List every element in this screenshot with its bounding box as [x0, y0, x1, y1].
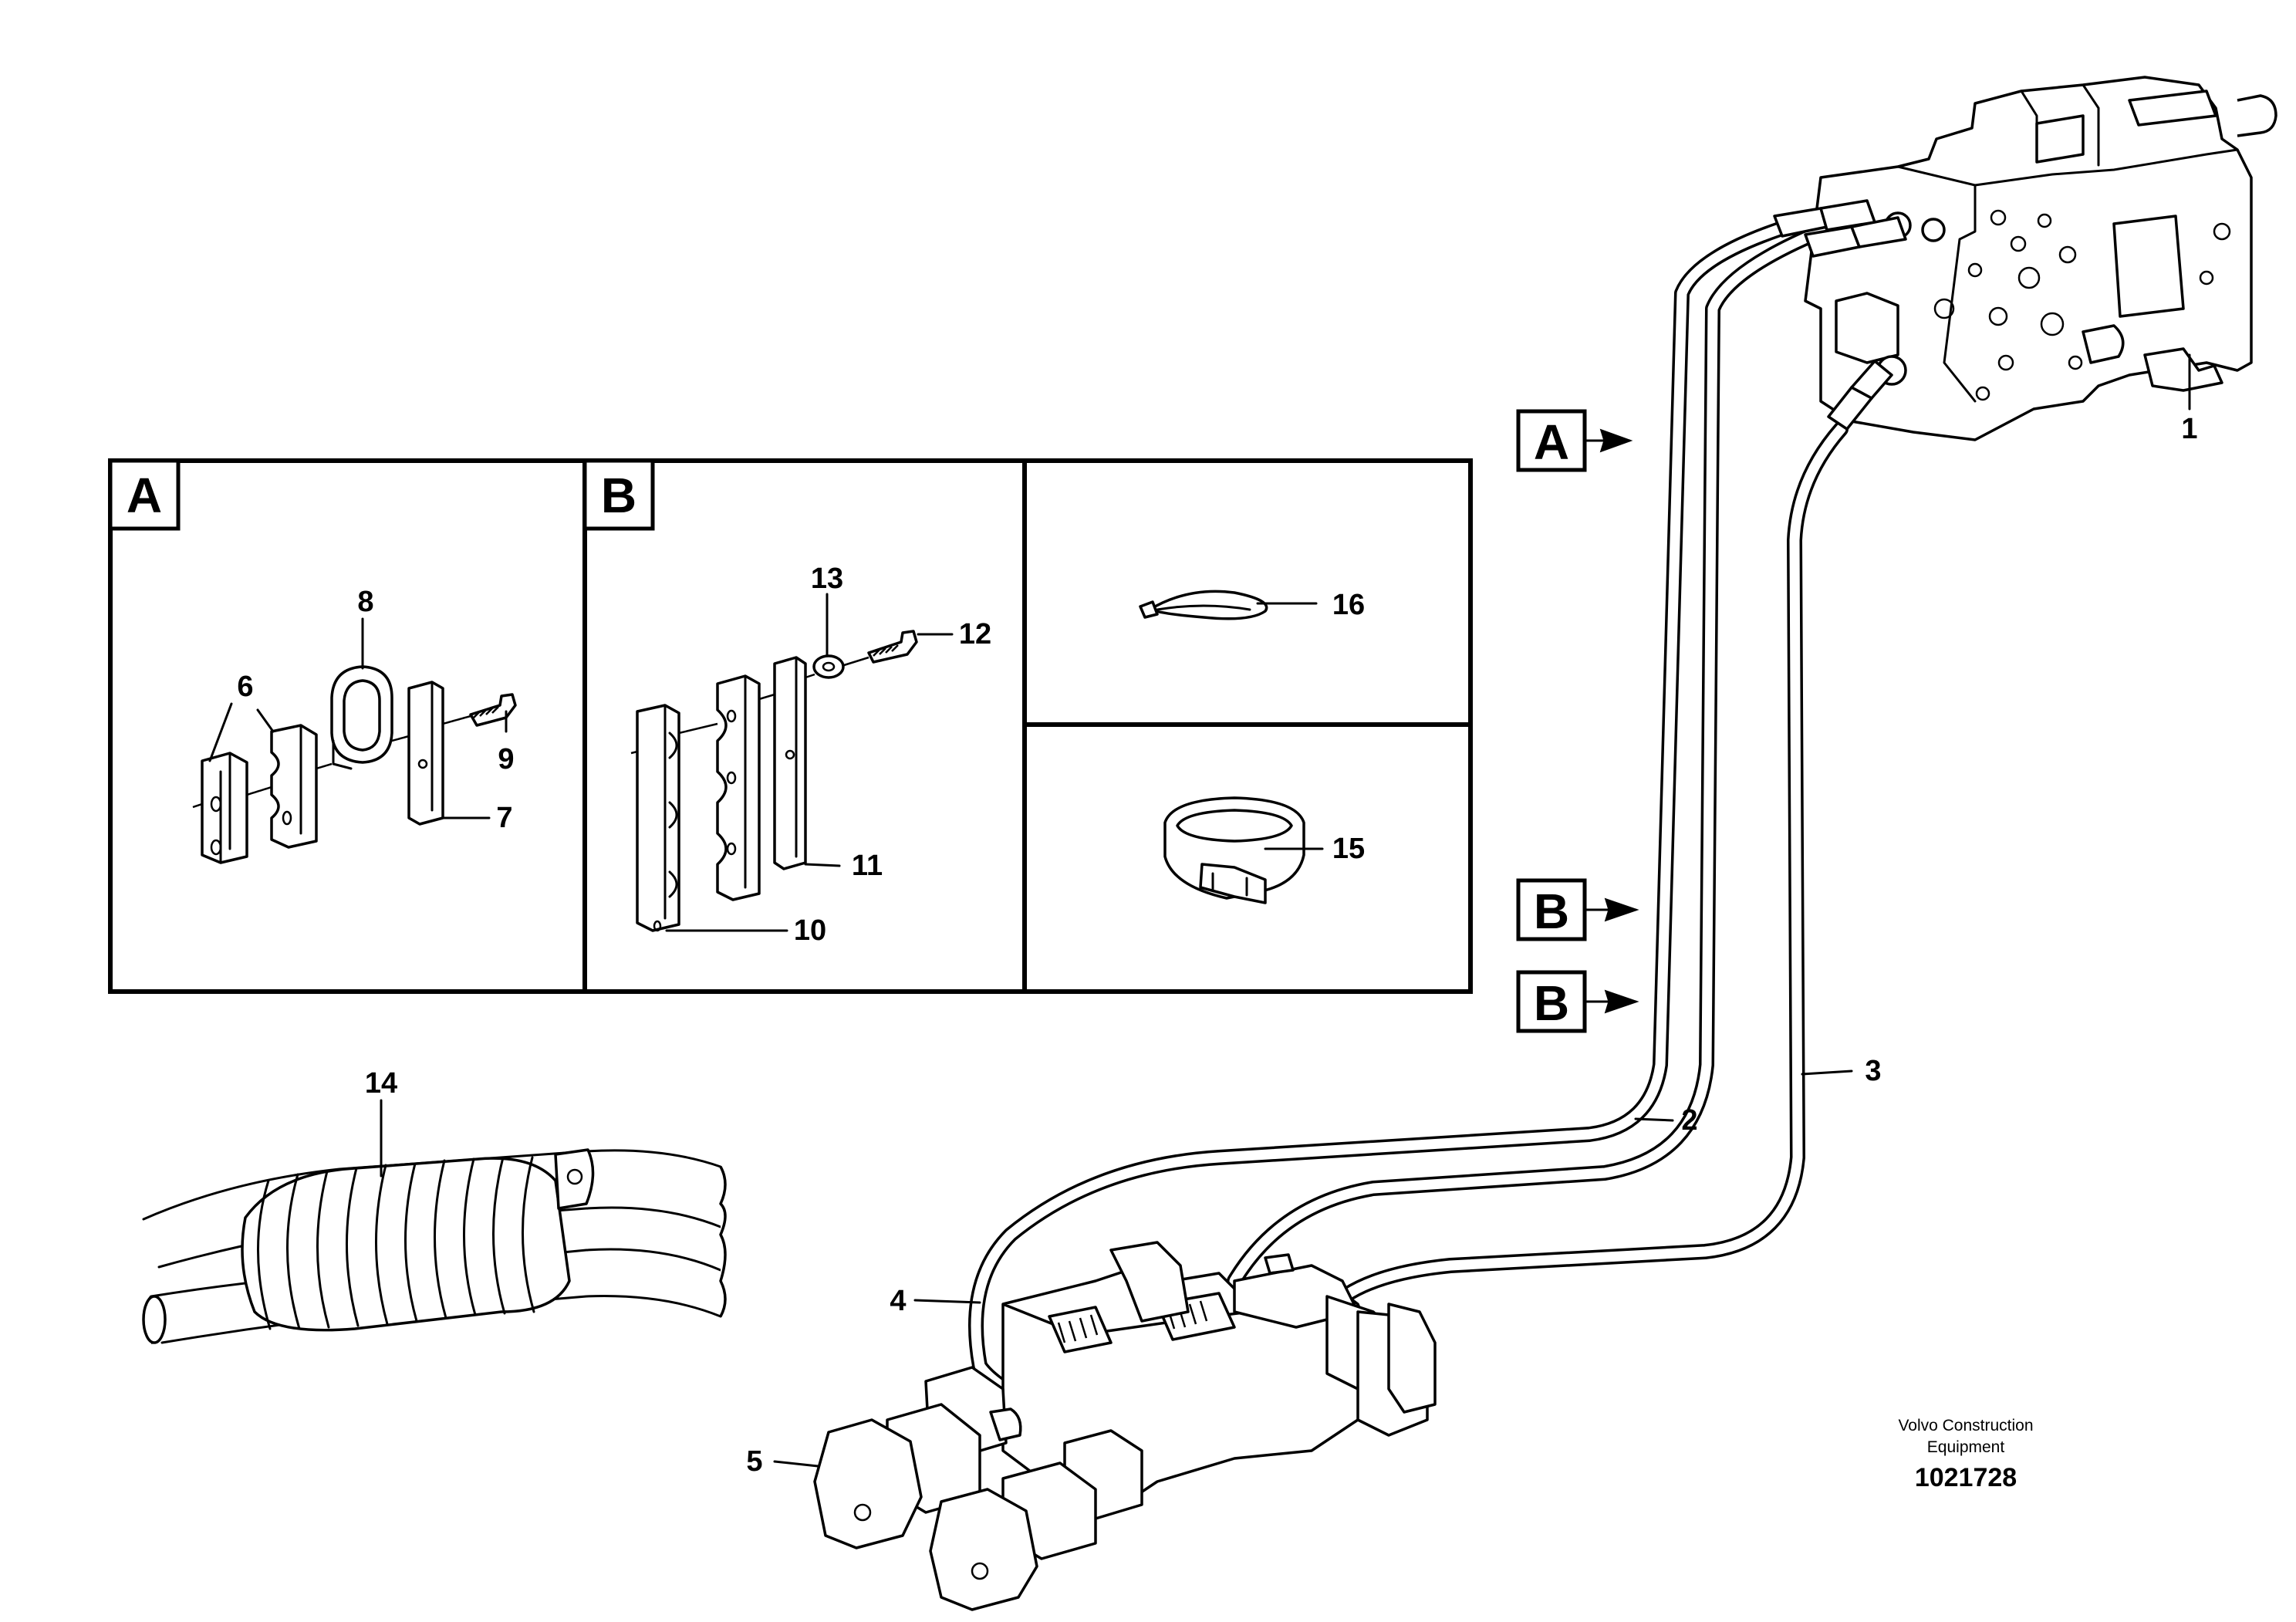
detail-box-b-letter: B [601, 468, 636, 523]
triple-clamp-rear [716, 674, 761, 901]
callout-8: 8 [357, 586, 373, 618]
detail-a-clamp-assembly [192, 665, 517, 864]
detail-frames: A B [108, 458, 1473, 994]
callout-2: 2 [1681, 1104, 1697, 1137]
view-marker-b1-letter: B [1534, 884, 1569, 939]
rubber-clip [330, 665, 393, 770]
triple-clamp-front [636, 704, 680, 932]
callout-7: 7 [496, 802, 512, 834]
view-marker-a: A [1516, 409, 1633, 472]
detail-box-b-badge [582, 458, 655, 531]
drawing-number: 1021728 [1915, 1463, 2017, 1492]
wrapped-hoses [142, 1148, 727, 1344]
triple-clamp-plate [773, 656, 807, 870]
callout-9: 9 [498, 743, 514, 776]
callout-16: 16 [1332, 589, 1365, 621]
cable-tie [1139, 590, 1268, 620]
callout-6: 6 [237, 671, 253, 703]
view-marker-b2: B [1516, 970, 1639, 1033]
view-marker-b1: B [1516, 878, 1639, 941]
detail-frame-strap [1022, 458, 1473, 727]
clamp-half-rear [270, 724, 318, 849]
callout-4: 4 [890, 1285, 906, 1317]
bolt [469, 693, 517, 727]
hoses [968, 199, 1907, 1428]
clamp-half-front [201, 752, 248, 864]
callout-3: 3 [1865, 1055, 1881, 1087]
company-name-line2: Equipment [1927, 1438, 2005, 1456]
company-name-line1: Volvo Construction [1898, 1417, 2033, 1434]
cover-plate [407, 681, 444, 826]
detail-frame-clamp [1022, 722, 1473, 994]
detail-box-a-badge [108, 458, 181, 531]
callout-11: 11 [852, 850, 883, 882]
callout-5: 5 [746, 1445, 762, 1478]
clamp-bolt [867, 630, 918, 664]
callout-12: 12 [959, 618, 991, 650]
detail-b-triple-clamp [630, 630, 918, 932]
strap-clamp [1163, 796, 1305, 904]
washer [812, 654, 845, 679]
callout-14: 14 [365, 1067, 397, 1100]
detail-box-a-letter: A [127, 468, 162, 523]
leader-lines [208, 353, 2191, 1468]
callout-13: 13 [811, 563, 843, 595]
view-marker-b2-letter: B [1534, 975, 1569, 1031]
callout-1: 1 [2181, 413, 2197, 445]
callout-10: 10 [794, 914, 826, 947]
callouts: 1 2 3 4 5 6 7 8 9 10 11 12 13 14 15 16 [237, 413, 2197, 1478]
footer: Volvo Construction Equipment 1021728 [1898, 1417, 2033, 1492]
callout-15: 15 [1332, 833, 1365, 865]
pump-assembly [813, 1241, 1437, 1611]
view-marker-a-letter: A [1534, 414, 1569, 470]
